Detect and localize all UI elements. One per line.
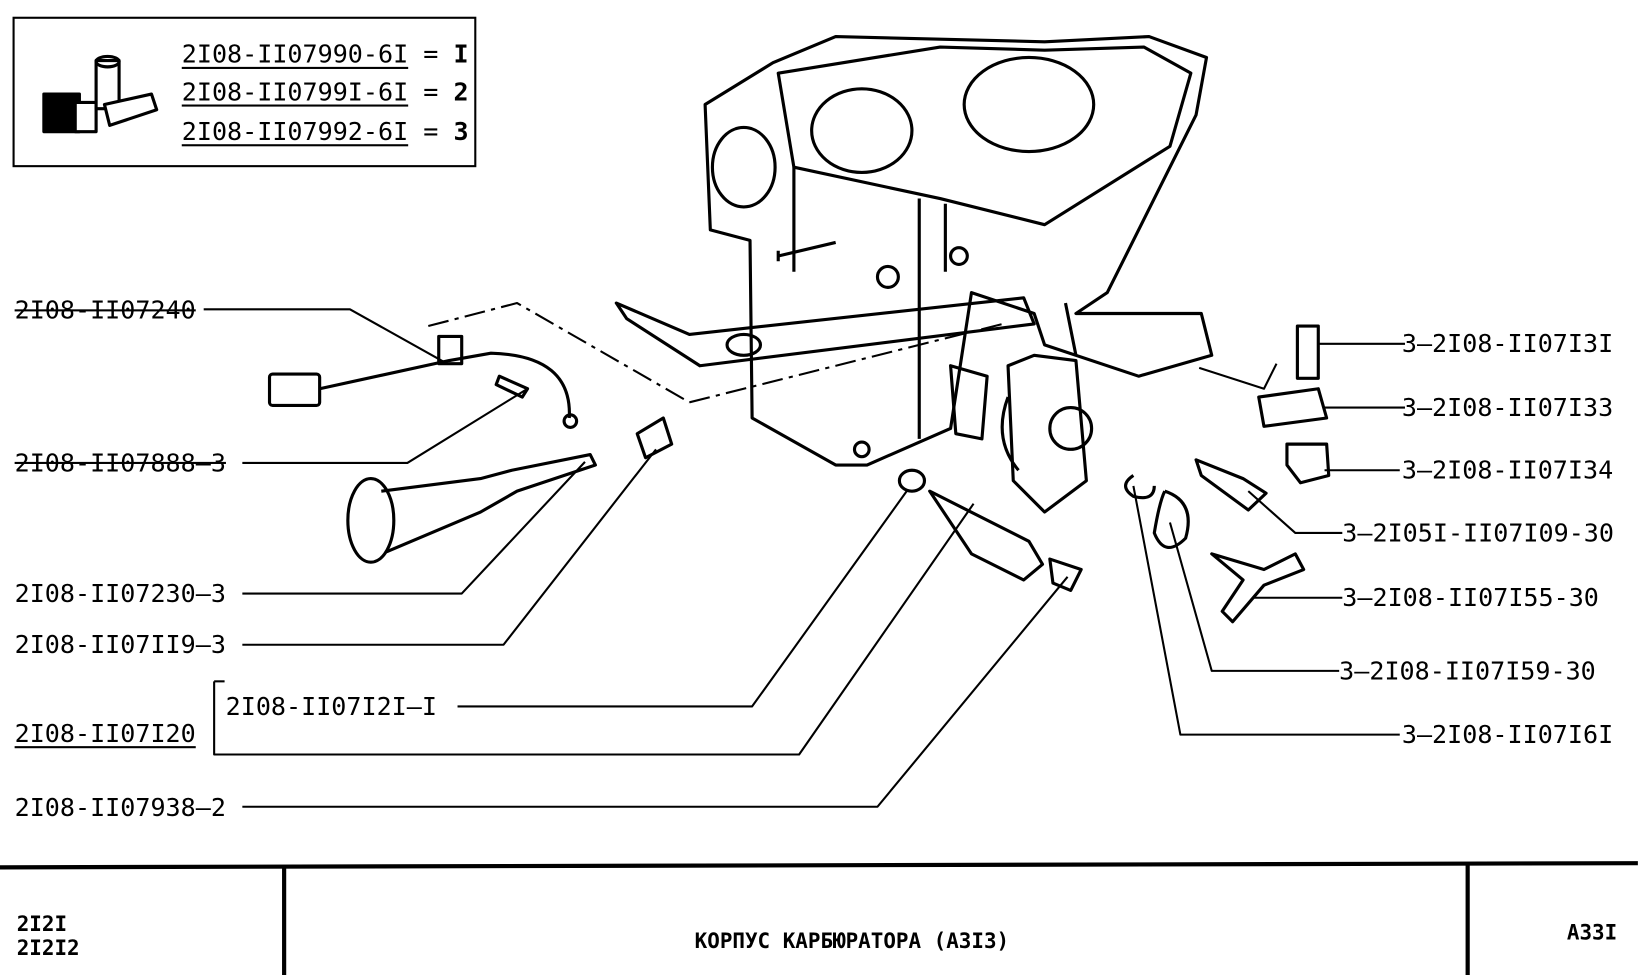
part-label: 2I08-II07938—2 [14, 793, 226, 823]
legend-equals: = [423, 39, 439, 69]
part-label: 3—2I08-II07I34 [1401, 455, 1614, 485]
legend-icon [42, 54, 159, 134]
legend-row: 2I08-II0799I-6I = 2 [182, 77, 469, 106]
legend-equals: = [423, 117, 439, 147]
model-code: 2I2I [16, 911, 68, 937]
part-label: 2I08-II07I2I—I [225, 691, 437, 722]
carburetor-body [614, 35, 1214, 514]
page-code: А33I [1566, 919, 1618, 945]
sheet-title: КОРПУС КАРБЮРАТОРА (А3I3) [694, 927, 1010, 954]
part-label: 2I08-II07II9—3 [14, 630, 226, 660]
model-code: 2I2I2 [16, 935, 80, 961]
part-label: 3—2I08-II07I59-30 [1339, 656, 1596, 686]
part-label: 2I08-II07888—3 [14, 448, 226, 478]
legend-part: 2I08-II07990-6I [181, 39, 409, 69]
part-label: 3—2I08-II07I55-30 [1342, 583, 1599, 613]
footer-frame [0, 861, 1638, 975]
legend-part: 2I08-II0799I-6I [181, 77, 409, 107]
part-label: 3—2I08-II07I3I [1401, 329, 1614, 359]
legend-code: 2 [453, 77, 469, 107]
small-parts [267, 324, 1331, 624]
part-label: 2I08-II07I20 [14, 718, 196, 749]
legend-part: 2I08-II07992-6I [181, 117, 409, 147]
leader-lines [203, 302, 1405, 808]
part-label: 2I08-II07230—3 [14, 578, 226, 609]
part-label: 2I08-II07240 [14, 295, 196, 325]
legend-equals: = [423, 77, 439, 107]
legend-box: 2I08-II07990-6I = I 2I08-II0799I-6I = 2 … [12, 16, 477, 168]
legend-row: 2I08-II07990-6I = I [182, 40, 469, 69]
part-label: 3—2I05I-II07I09-30 [1342, 518, 1615, 548]
part-label: 3—2I08-II07I33 [1401, 392, 1614, 423]
legend-code: I [453, 39, 469, 69]
part-label: 3—2I08-II07I6I [1401, 720, 1614, 750]
legend-row: 2I08-II07992-6I = 3 [182, 117, 469, 146]
legend-code: 3 [453, 117, 469, 147]
